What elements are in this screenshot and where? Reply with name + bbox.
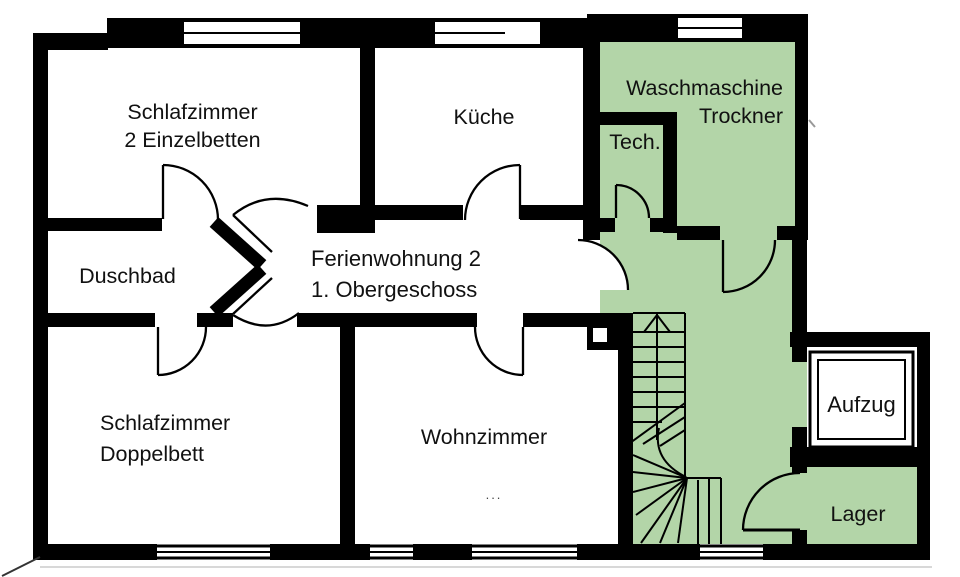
room-label-storage: Lager	[830, 502, 886, 526]
ground-lines	[1, 119, 932, 577]
room-label-bedroom-top-line1: Schlafzimmer	[127, 100, 258, 124]
door-kitchen	[463, 163, 522, 221]
wall-bottom-4	[577, 544, 700, 560]
door-tech	[614, 183, 651, 219]
communal-areas	[598, 42, 917, 545]
wall-kitchen-right	[583, 42, 600, 240]
door-bath-bay-upper	[232, 197, 309, 253]
window-stairwell	[700, 544, 763, 560]
window-kitchen	[435, 18, 540, 48]
hallway-label: Ferienwohnung 2 1. Obergeschoss	[311, 244, 526, 306]
wall-laundry-bottom-1	[677, 226, 720, 240]
door-living-room	[473, 326, 525, 377]
wall-bedroom-kitchen	[360, 48, 375, 208]
hallway-label-line2: 1. Obergeschoss	[311, 276, 478, 302]
stairs-wreath-curve	[656, 427, 687, 478]
room-label-bedroom-bottom-line2: Doppelbett	[100, 441, 204, 466]
bath-bay-walls	[209, 217, 267, 317]
hallway-label-line1: Ferienwohnung 2	[311, 246, 482, 271]
wall-kitchen-bottom-1	[375, 205, 463, 220]
corridor-door-swing-area	[578, 240, 628, 290]
windows	[157, 14, 763, 560]
room-label-bedroom-top: Schlafzimmer 2 Einzelbetten	[90, 98, 295, 155]
wall-stairwell-left	[618, 350, 633, 545]
room-label-bedroom-bottom-line1: Schlafzimmer	[100, 411, 231, 435]
wall-top-2	[300, 18, 435, 48]
room-label-bedroom-bottom: Schlafzimmer Doppelbett	[100, 408, 280, 469]
room-label-shower-bath: Duschbad	[79, 264, 176, 288]
doors	[156, 163, 801, 532]
wall-laundry-bottom-2	[777, 226, 807, 240]
wall-hall-stub	[317, 205, 375, 233]
wall-bottom-5	[763, 544, 930, 560]
window-laundry	[678, 14, 742, 42]
window-living-small	[370, 544, 413, 560]
wall-corridor-right-2	[792, 427, 807, 473]
wall-top-step	[33, 33, 108, 50]
door-laundry	[721, 239, 777, 294]
wall-hall-top-west	[47, 218, 162, 231]
wall-tech-bottom-2	[650, 218, 677, 232]
wall-tech-bottom-1	[600, 218, 615, 232]
wall-bedroom-living	[340, 313, 355, 560]
walls	[33, 14, 930, 560]
wall-laundry-right	[795, 14, 808, 240]
wall-kitchen-bottom-2	[520, 205, 600, 220]
wall-hall-bottom-1	[47, 313, 155, 327]
elevator-shaft	[808, 350, 915, 449]
wall-exterior-left	[33, 33, 48, 560]
wall-bottom-3	[413, 544, 472, 560]
window-living-large	[472, 544, 577, 560]
wall-annex-right	[917, 332, 930, 560]
wall-hall-bottom-3	[297, 313, 477, 327]
room-label-laundry-line2: Trockner	[698, 104, 783, 129]
window-bedroom-top	[184, 18, 300, 48]
wall-elevator-storage-divider	[790, 447, 917, 467]
wall-corridor-right-1	[792, 240, 807, 362]
ground-corner-line	[1, 556, 41, 577]
storage-room-area	[807, 467, 917, 545]
room-label-living-room: Wohnzimmer	[420, 425, 548, 449]
room-label-tech: Tech.	[609, 130, 661, 154]
stairwell-corridor-area	[600, 233, 807, 545]
laundry-room-area	[598, 42, 795, 240]
door-storage	[741, 471, 801, 532]
wall-notch	[593, 328, 607, 342]
door-bedroom-bottom	[156, 326, 208, 377]
room-label-living-room-note: ...	[485, 487, 503, 502]
room-label-laundry: Waschmaschine Trockner	[598, 74, 783, 131]
staircase	[629, 312, 722, 544]
wall-hall-bottom-2	[197, 313, 233, 327]
room-label-laundry-line1: Waschmaschine	[626, 76, 783, 100]
door-corridor-entrance	[577, 238, 630, 291]
wall-top-laundry-1	[587, 14, 678, 42]
wall-tech-top	[600, 112, 677, 125]
wall-corridor-right-3	[792, 530, 807, 545]
wall-tick-mark	[808, 119, 816, 128]
wall-top-1	[107, 18, 184, 48]
wall-tech-right	[663, 112, 677, 233]
room-label-kitchen: Küche	[453, 105, 515, 129]
room-label-elevator: Aufzug	[827, 392, 896, 417]
window-bedroom-bottom	[157, 544, 270, 560]
door-bedroom-top	[161, 163, 220, 221]
wall-bottom-1	[33, 544, 157, 560]
room-label-bedroom-top-line2: 2 Einzelbetten	[124, 128, 261, 153]
stairs-direction-arrow	[643, 313, 671, 333]
door-bath-bay-lower	[232, 277, 300, 327]
wall-annex-top	[790, 332, 930, 347]
